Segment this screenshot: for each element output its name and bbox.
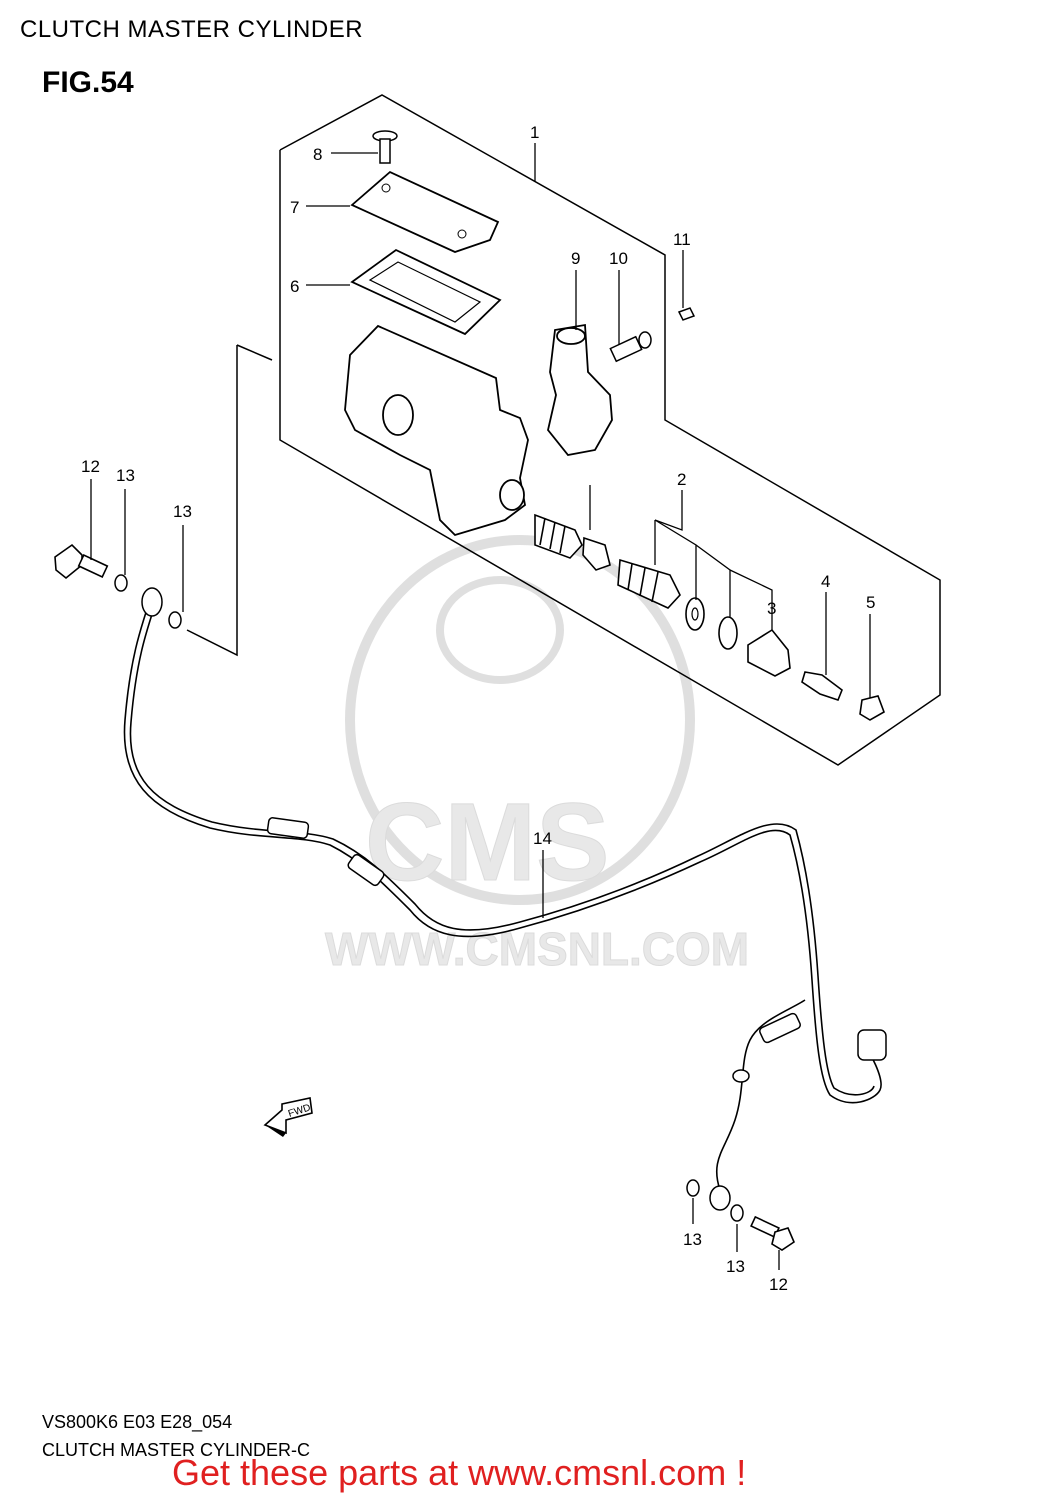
- callout-12-upper: 12: [81, 457, 100, 476]
- callout-9: 9: [571, 249, 580, 268]
- diaphragm-plate: [350, 248, 502, 336]
- washer-upper-1: [114, 574, 128, 592]
- hose-clip: [732, 1069, 750, 1083]
- hose-banjo-upper: [141, 587, 163, 617]
- callout-7: 7: [290, 198, 299, 217]
- piston: [617, 558, 681, 609]
- callout-5: 5: [866, 593, 875, 612]
- callout-10: 10: [609, 249, 628, 268]
- hose-sleeve-right: [857, 1029, 887, 1061]
- banjo-bolt-lower: [750, 1215, 795, 1251]
- watermark-url: WWW.CMSNL.COM: [325, 923, 749, 975]
- frame-line-left: [186, 345, 238, 657]
- small-screw: [677, 307, 696, 321]
- hose-joint: [347, 853, 385, 887]
- callout-2: 2: [677, 470, 686, 489]
- cap-screw-hole: [457, 229, 467, 239]
- parts-link-banner[interactable]: Get these parts at www.cmsnl.com !: [172, 1452, 747, 1493]
- callout-13-lower-1: 13: [683, 1230, 702, 1249]
- washer-upper-2: [168, 611, 182, 629]
- diagram-code: VS800K6 E03 E28_054: [42, 1412, 233, 1432]
- fwd-arrow: FWD: [263, 1097, 313, 1137]
- washer: [685, 597, 705, 631]
- hose-sleeve-lower: [759, 1012, 801, 1044]
- hose-sleeve: [266, 817, 310, 839]
- diaphragm-inner: [368, 261, 482, 323]
- callout-6: 6: [290, 277, 299, 296]
- washer-lower-2: [730, 1204, 744, 1222]
- callout-13-upper-2: 13: [173, 502, 192, 521]
- callout-4: 4: [821, 572, 830, 591]
- callout-3: 3: [767, 599, 776, 618]
- circlip: [718, 616, 738, 650]
- washer-lower-1: [686, 1179, 700, 1197]
- watermark-mascot-outline: [345, 535, 695, 905]
- cap-screw-hole: [381, 183, 391, 193]
- hose-fittings: [141, 587, 887, 1211]
- group-bracket-lines: [589, 485, 773, 630]
- watermark-brand: CMS: [365, 781, 609, 904]
- washer-hole: [691, 607, 699, 621]
- hose-banjo-lower: [709, 1185, 731, 1211]
- callout-14: 14: [533, 829, 552, 848]
- callout-13-lower-2: 13: [726, 1257, 745, 1276]
- assembly-frame: [186, 94, 941, 766]
- piston-spring: [534, 513, 583, 559]
- primary-cup: [582, 536, 611, 571]
- callout-12-lower: 12: [769, 1275, 788, 1294]
- master-cylinder-body: [344, 324, 529, 537]
- watermark-mascot-head: [436, 576, 564, 684]
- frame-line-left-top: [236, 344, 273, 361]
- lever-bracket: [547, 323, 613, 456]
- reservoir-cap: [350, 170, 500, 253]
- page-title: CLUTCH MASTER CYLINDER: [20, 16, 364, 43]
- callout-1: 1: [530, 123, 539, 142]
- watermark: CMS WWW.CMSNL.COM: [325, 535, 750, 976]
- callout-13-upper-1: 13: [116, 466, 135, 485]
- pivot-cap: [859, 695, 885, 721]
- banjo-bolt-upper: [54, 543, 109, 580]
- reservoir-screw: [372, 130, 398, 164]
- bracket-bolt: [609, 331, 652, 363]
- leader-lines: [90, 143, 871, 1270]
- dust-boot: [747, 628, 791, 677]
- frame-line-main: [279, 94, 941, 766]
- diagram-subtitle: CLUTCH MASTER CYLINDER-C: [42, 1440, 311, 1460]
- figure-number: FIG.54: [42, 66, 134, 99]
- callout-11: 11: [673, 230, 691, 249]
- callout-8: 8: [313, 145, 322, 164]
- pushrod-pivot: [801, 671, 843, 701]
